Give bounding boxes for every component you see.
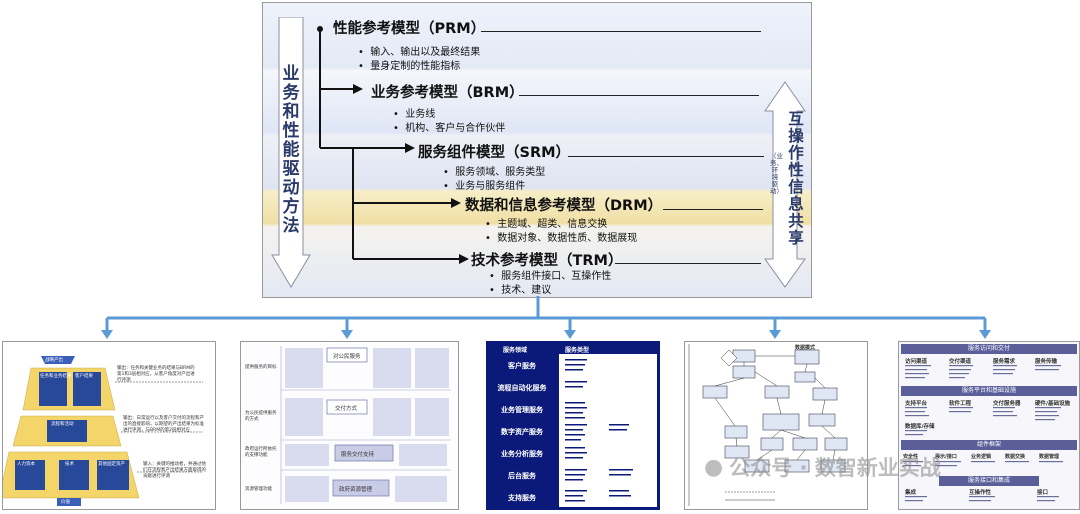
trm-col-support: 支持平台 xyxy=(905,401,928,407)
prm-bullet-1: • 输入、输出以及最终结果 xyxy=(358,47,481,58)
pyramid-top-label: 战略产出 xyxy=(45,358,63,363)
brm-center-4: 政府资源管理 xyxy=(339,487,373,493)
prm-detail-thumbnail: 战略产出 任务和业务结果 客户结果 流程和活动 人力资本 技术 其他固定资产 价… xyxy=(2,341,216,510)
model-tree-connectors xyxy=(317,26,469,264)
trm-title: 技术参考模型（TRM） xyxy=(471,253,623,269)
pyramid-process-label: 流程和活动 xyxy=(51,422,74,427)
trm-col-presentation: 展示/接口 xyxy=(935,454,957,460)
srm-service-type-list xyxy=(565,359,633,502)
brm-row-label-2: 为公民提供服务的方式 xyxy=(245,411,277,422)
drm-data-model-diagram xyxy=(688,344,848,506)
trm-col-security: 安全性 xyxy=(903,454,919,460)
srm-row-6: 后台服务 xyxy=(489,466,555,486)
business-performance-arrow xyxy=(271,17,311,288)
srm-title: 服务组件模型（SRM） xyxy=(418,145,571,161)
pyramid-note-1: 输出：任务和关键业务的结果与BRM的第1和3层相对应，从客户角度对产出进行评测 xyxy=(117,366,195,383)
drm-title-label: 数据模式 xyxy=(795,345,816,351)
pyramid-tech-label: 技术 xyxy=(65,462,74,467)
drm-underline xyxy=(663,209,763,210)
brm-row-label-4: 资源管理功能 xyxy=(245,487,272,492)
brm-detail-thumbnail: 提供服务的目标 为公民提供服务的方式 政府运行所依托的支撑功能 资源管理功能 对… xyxy=(240,341,459,510)
right-arrow-label: 互操作性信息共享 xyxy=(788,110,804,247)
pyramid-note-2: 输出：日常运行以及客户交付的流程和产出的直接影响，以期望的产出结果为标准进行评测… xyxy=(123,416,204,433)
trm-col-interchange: 数据交换 xyxy=(1005,454,1026,460)
pyramid-value-label: 价值 xyxy=(61,500,70,505)
trm-col-datamgmt: 数据管理 xyxy=(1039,454,1060,460)
pyramid-human-label: 人力资本 xyxy=(17,462,35,467)
brm-row-label-3: 政府运行所依托的支撑功能 xyxy=(245,447,277,458)
watermark-text: 公众号 · 数智新业实战 xyxy=(729,456,941,480)
srm-row-1: 客户服务 xyxy=(489,356,555,376)
srm-bullet-2: • 业务与服务组件 xyxy=(443,181,526,192)
brm-row-label-1: 提供服务的目标 xyxy=(245,365,277,370)
srm-row-4: 数字资产服务 xyxy=(489,422,555,442)
trm-col-logic: 业务逻辑 xyxy=(971,454,992,460)
prm-pyramid xyxy=(3,356,203,506)
trm-header-framework: 组件框架 xyxy=(901,440,1077,450)
drm-detail-thumbnail: 数据模式 xyxy=(684,341,868,510)
trm-bullet-2: • 技术、建议 xyxy=(489,285,552,296)
pyramid-note-3: 输入：关键的推动者，并通过他们在流程和产出结果方面取得的贡献进行评测 xyxy=(143,462,206,479)
brm-layout xyxy=(280,346,451,504)
trm-detail-lines xyxy=(903,365,1063,502)
trm-detail-thumbnail: 服务访问和交付 访问渠道 交付渠道 服务需求 服务传输 服务平台和基础设施 支持… xyxy=(898,341,1080,510)
drm-bullet-2: • 数据对象、数据性质、数据展现 xyxy=(485,233,638,244)
trm-col-integration: 集成 xyxy=(905,490,917,496)
srm-detail-thumbnail: 服务领域 服务类型 客户服务 流程自动化服务 业务管理服务 数字资产服务 业务分… xyxy=(486,341,660,510)
srm-header-type: 服务类型 xyxy=(565,347,590,354)
srm-row-3: 业务管理服务 xyxy=(489,400,555,420)
fea-reference-models-panel: 业务和性能驱动方法 互操作性信息共享 （业务、环境驱动） 性能参考模型（PRM）… xyxy=(262,2,812,298)
trm-col-database: 数据库/存储 xyxy=(905,424,935,430)
left-arrow-label: 业务和性能驱动方法 xyxy=(282,64,300,236)
brm-center-3: 服务交付支持 xyxy=(341,452,375,458)
right-arrow-sublabel: （业务、环境驱动） xyxy=(770,152,783,195)
brm-bullet-2: • 机构、客户与合作伙伴 xyxy=(393,123,506,134)
trm-col-requirements: 服务需求 xyxy=(993,359,1016,365)
trm-col-servers: 交付服务器 xyxy=(993,401,1021,407)
srm-row-7: 支持服务 xyxy=(489,488,555,508)
drm-bullet-1: • 主题域、超类、信息交换 xyxy=(485,219,608,230)
trm-col-interface: 接口 xyxy=(1037,490,1049,496)
trm-col-hardware: 硬件/基础设施 xyxy=(1035,401,1071,407)
brm-center-2: 交付方式 xyxy=(335,406,358,412)
srm-header-domain: 服务领域 xyxy=(503,347,528,354)
drm-title: 数据和信息参考模型（DRM） xyxy=(465,198,663,214)
wechat-icon: ● xyxy=(704,454,724,480)
trm-col-delivery: 交付渠道 xyxy=(949,359,972,365)
trm-col-interop: 互操作性 xyxy=(969,490,992,496)
prm-bullet-2: • 量身定制的性能指标 xyxy=(358,61,461,72)
srm-row-2: 流程自动化服务 xyxy=(489,378,555,398)
interoperability-arrow xyxy=(764,81,806,288)
brm-title: 业务参考模型（BRM） xyxy=(371,85,524,101)
trm-header-platform: 服务平台和基础设施 xyxy=(901,386,1077,396)
trm-col-transport: 服务传输 xyxy=(1035,359,1058,365)
pyramid-mission-label: 任务和业务结果 xyxy=(40,374,72,379)
pyramid-assets-label: 其他固定资产 xyxy=(98,462,125,467)
brm-underline xyxy=(519,95,759,96)
trm-col-access: 访问渠道 xyxy=(905,359,928,365)
trm-underline xyxy=(615,263,761,264)
srm-underline xyxy=(568,156,764,157)
trm-bullet-1: • 服务组件接口、互操作性 xyxy=(489,271,612,282)
watermark: ● 公众号 · 数智新业实战 xyxy=(704,452,941,482)
trm-col-software: 软件工程 xyxy=(949,401,972,407)
srm-bullet-1: • 服务领域、服务类型 xyxy=(443,167,546,178)
pyramid-customer-label: 客户结果 xyxy=(75,374,93,379)
srm-row-5: 业务分析服务 xyxy=(489,444,555,464)
prm-underline xyxy=(481,31,761,32)
brm-bullet-1: • 业务线 xyxy=(393,109,436,120)
brm-center-1: 对公民服务 xyxy=(333,354,361,360)
trm-header-access: 服务访问和交付 xyxy=(901,344,1077,354)
fan-out-connectors xyxy=(101,296,991,339)
trm-header-interface: 服务接口和集成 xyxy=(939,476,1039,486)
prm-title: 性能参考模型（PRM） xyxy=(333,21,486,37)
